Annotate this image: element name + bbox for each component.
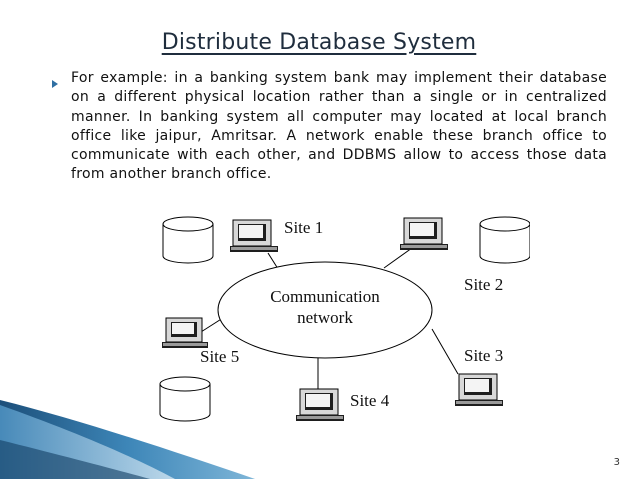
computer-icon — [455, 373, 503, 406]
slide-title: Distribute Database System — [161, 30, 477, 55]
site4-label: Site 4 — [350, 391, 390, 410]
database-cylinder-icon — [162, 216, 214, 264]
bullet-text: For example: in a banking system bank ma… — [71, 70, 607, 183]
network-label-line1: Communication — [270, 287, 380, 306]
database-cylinder-icon — [479, 216, 530, 264]
site1-label: Site 1 — [284, 218, 323, 237]
computer-icon — [230, 219, 278, 252]
computer-icon — [400, 217, 448, 250]
database-cylinder-icon — [159, 376, 211, 422]
decorative-swoosh — [0, 400, 255, 479]
computer-icon — [296, 388, 344, 421]
network-label-line2: network — [297, 308, 353, 327]
link-site2 — [383, 247, 413, 269]
page-number: 3 — [613, 457, 620, 468]
computer-icon — [162, 317, 208, 348]
site5-label: Site 5 — [200, 347, 239, 366]
link-site3 — [431, 328, 459, 375]
site2-label: Site 2 — [464, 275, 503, 294]
bullet-arrow-icon — [52, 80, 58, 88]
network-diagram: Communication network Site 1 Site 2 — [159, 216, 530, 422]
communication-network-ellipse — [217, 261, 433, 359]
site3-label: Site 3 — [464, 346, 503, 365]
